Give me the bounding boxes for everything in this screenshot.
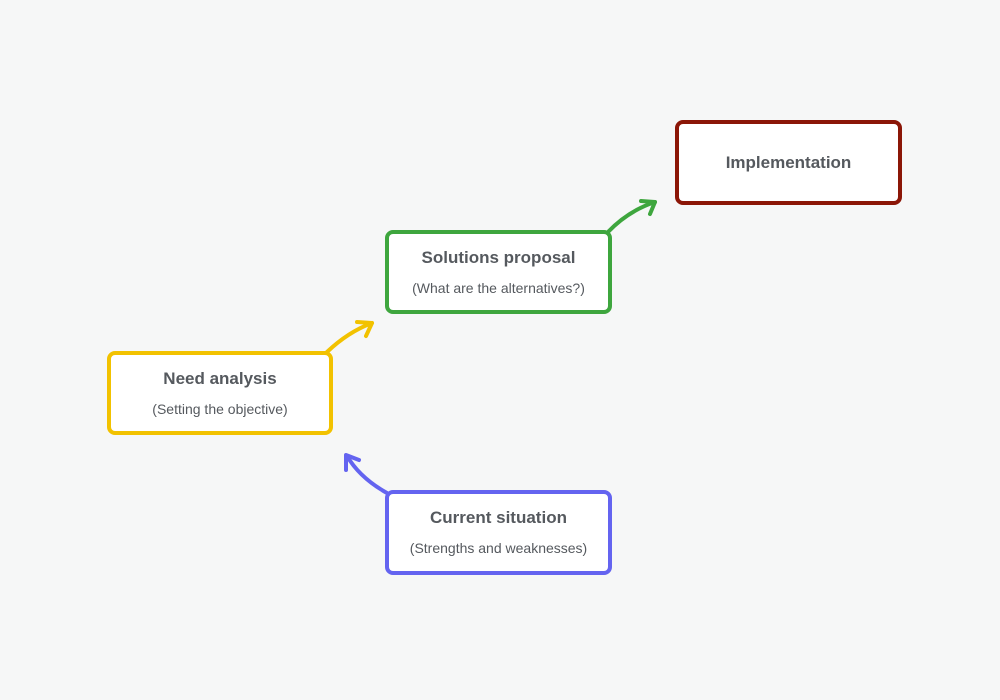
- node-need-analysis[interactable]: Need analysis (Setting the objective): [107, 351, 333, 435]
- arrow-need-to-solutions: [325, 320, 374, 354]
- node-current-situation[interactable]: Current situation (Strengths and weaknes…: [385, 490, 612, 575]
- node-subtitle: (What are the alternatives?): [412, 279, 585, 296]
- node-subtitle: (Setting the objective): [152, 400, 288, 417]
- node-subtitle: (Strengths and weaknesses): [409, 540, 588, 556]
- node-solutions-proposal[interactable]: Solutions proposal (What are the alterna…: [385, 230, 612, 314]
- node-implementation[interactable]: Implementation: [675, 120, 902, 205]
- arrow-current-to-need: [344, 453, 389, 495]
- arrow-solutions-to-implementation: [606, 199, 657, 234]
- node-title: Current situation: [430, 508, 567, 527]
- node-title: Need analysis: [163, 368, 277, 388]
- node-title: Solutions proposal: [421, 247, 576, 267]
- node-title: Implementation: [725, 152, 852, 172]
